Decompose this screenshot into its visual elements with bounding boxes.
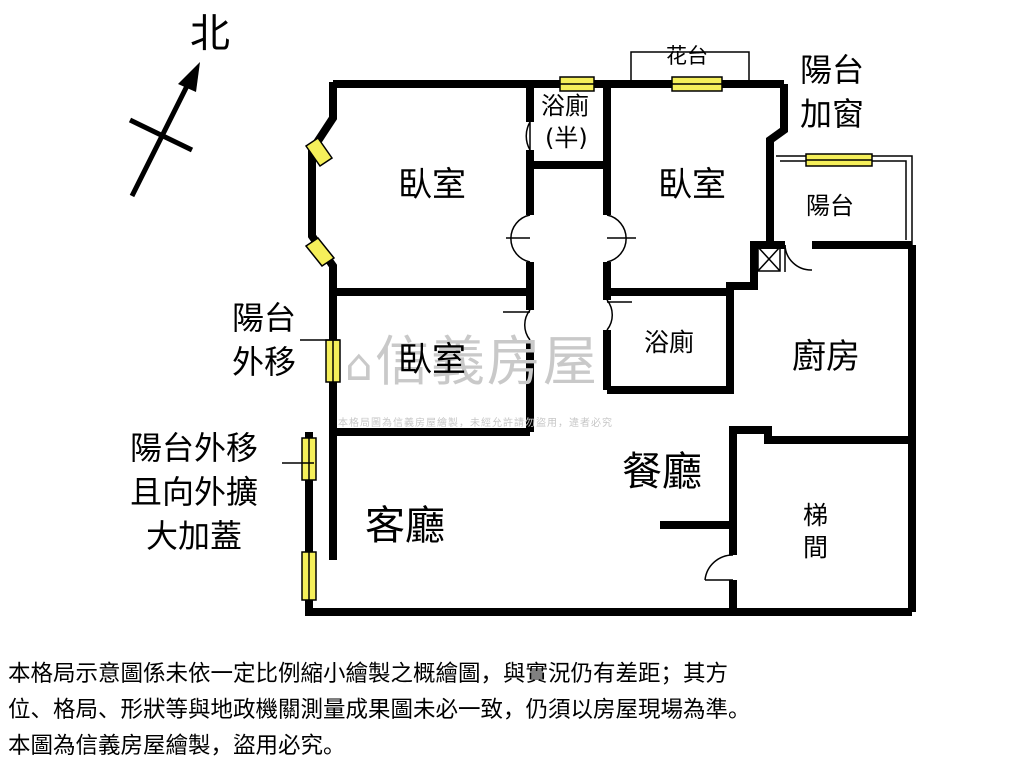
- floor-plan: [128, 51, 916, 616]
- disclaimer: 本格局示意圖係未依一定比例縮小繪製之概繪圖，與實況仍有差距；其方 位、格局、形狀…: [8, 656, 1018, 764]
- room-half-bath-note: (半): [545, 124, 588, 152]
- room-stairwell-2: 間: [803, 533, 829, 562]
- note-balcony-moved-line1: 陽台: [232, 299, 297, 337]
- note-balcony-expanded: 陽台外移 且向外擴 大加蓋: [130, 426, 258, 558]
- door-swings: [503, 121, 813, 581]
- door-balcony: [784, 244, 813, 271]
- room-stairwell-1: 梯: [803, 501, 829, 530]
- disclaimer-line1: 本格局示意圖係未依一定比例縮小繪製之概繪圖，與實況仍有差距；其方: [8, 661, 729, 687]
- room-bedroom-top-left: 臥室: [398, 165, 466, 205]
- windows: [301, 76, 873, 601]
- note-balcony-expanded-line3: 大加蓋: [146, 517, 243, 555]
- annotation-leaders: [282, 339, 340, 464]
- note-balcony-moved: 陽台 外移: [232, 296, 296, 384]
- note-balcony-expanded-line1: 陽台外移: [130, 429, 259, 467]
- room-half-bath: 浴廁: [541, 92, 589, 120]
- note-balcony-moved-line2: 外移: [232, 343, 297, 381]
- flower-bed-label: 花台: [666, 44, 708, 68]
- door-half-bath: [525, 121, 531, 151]
- room-balcony: 陽台: [806, 192, 854, 220]
- room-bedroom-top-right: 臥室: [658, 165, 726, 205]
- watermark-logo: ⌂信義房屋: [345, 330, 599, 393]
- room-dining: 餐廳: [622, 449, 702, 495]
- north-arrow-icon: [128, 62, 200, 198]
- disclaimer-line3: 本圖為信義房屋繪製，盜用必究。: [8, 733, 346, 759]
- room-kitchen: 廚房: [792, 337, 860, 377]
- watermark-house-icon: ⌂: [345, 340, 375, 391]
- window-bay-bottom: [304, 236, 336, 268]
- door-stairwell: [704, 554, 734, 581]
- note-balcony-window: 陽台 加窗: [800, 48, 864, 136]
- room-bathroom: 浴廁: [644, 328, 695, 357]
- note-balcony-expanded-line2: 且向外擴: [130, 473, 259, 511]
- note-balcony-window-line2: 加窗: [800, 95, 865, 133]
- room-bedroom-middle: 臥室: [398, 340, 466, 380]
- disclaimer-line2: 位、格局、形狀等與地政機關測量成果圖未必一致，仍須以房屋現場為準。: [8, 697, 751, 723]
- note-balcony-window-line1: 陽台: [800, 51, 865, 89]
- walls: [305, 80, 916, 616]
- door-bathroom: [606, 299, 614, 331]
- watermark-notice: 本格局圖為信義房屋繪製，未經允許請勿盜用，違者必究: [338, 418, 613, 429]
- window-bay-top: [304, 136, 334, 168]
- compass-label: 北: [190, 11, 230, 57]
- room-living: 客廳: [365, 503, 445, 549]
